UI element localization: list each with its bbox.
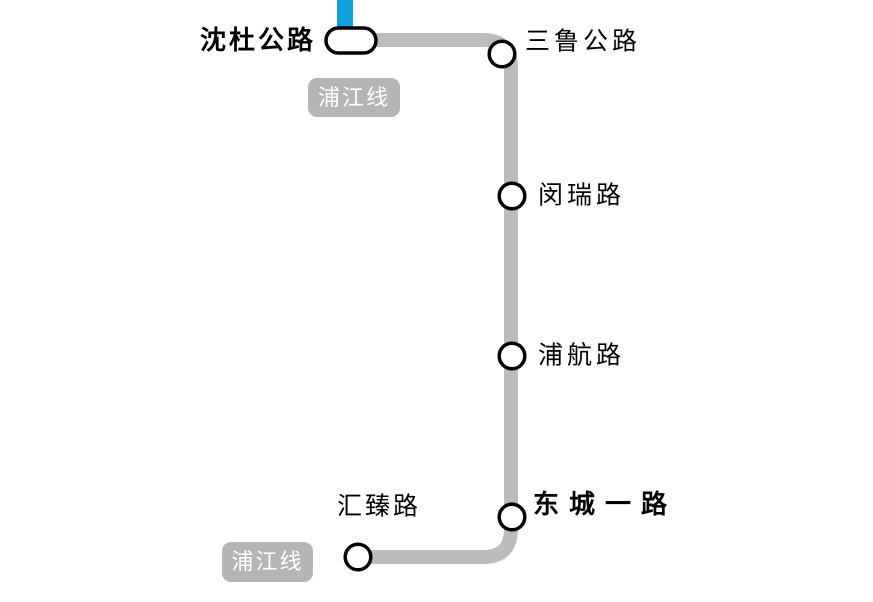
station-marker-huizhenlu[interactable] [343, 542, 373, 572]
station-marker-minruilu[interactable] [497, 181, 527, 211]
station-marker-sanlugonglu[interactable] [487, 39, 517, 69]
station-label-minruilu[interactable]: 闵瑞路 [538, 181, 626, 210]
station-marker-dongchengyilu[interactable] [497, 502, 527, 532]
station-label-puhanglu[interactable]: 浦航路 [538, 341, 626, 370]
pujiang-line-path [351, 33, 518, 564]
station-marker-shendugonglu[interactable] [324, 26, 378, 55]
line-name-badge-bottom: 浦江线 [222, 542, 313, 582]
station-label-sanlugonglu[interactable]: 三鲁公路 [525, 27, 642, 56]
station-label-huizhenlu[interactable]: 汇臻路 [337, 492, 422, 521]
station-label-dongchengyilu[interactable]: 东城一路 [533, 489, 678, 519]
station-label-shendugonglu[interactable]: 沈杜公路 [199, 25, 316, 55]
line-name-badge-top: 浦江线 [308, 78, 400, 117]
station-marker-puhanglu[interactable] [497, 341, 527, 371]
